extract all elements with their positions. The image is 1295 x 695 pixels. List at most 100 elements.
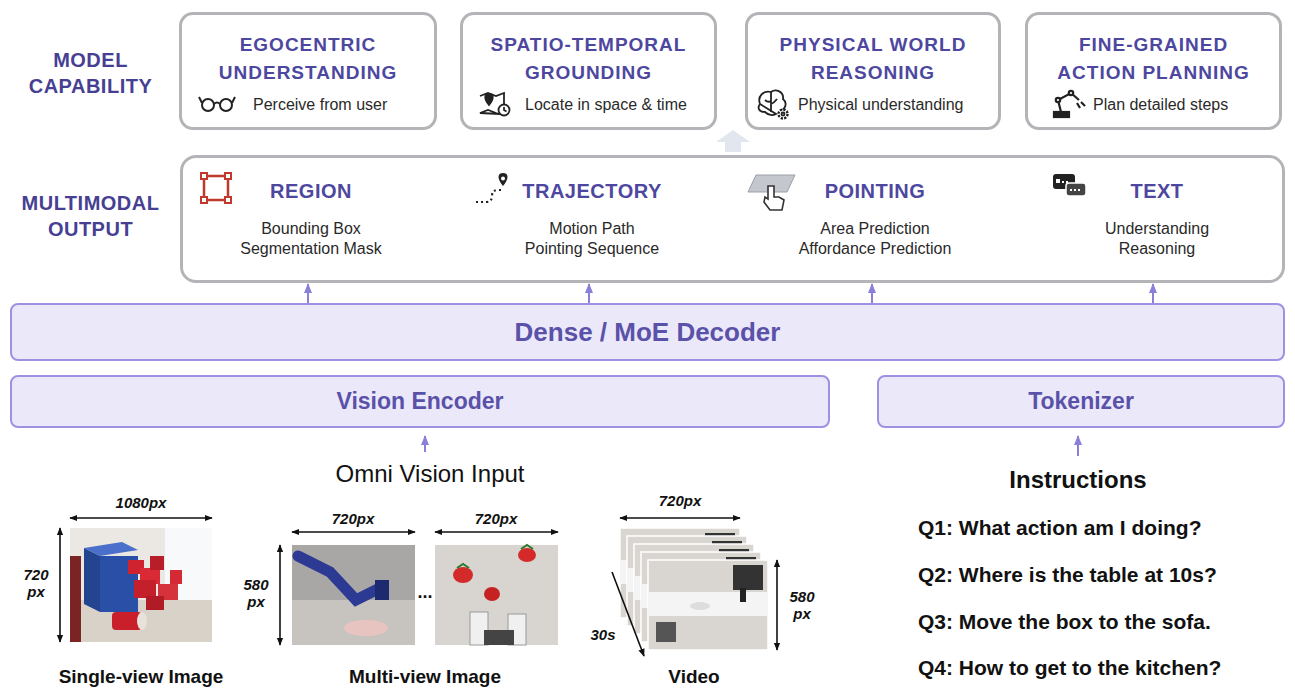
single-view-photo (146, 596, 164, 610)
dimension-label: 580 px (238, 576, 274, 610)
video-frames (620, 528, 768, 650)
capability-box: FINE-GRAINED ACTION PLANNING Plan detaile… (1025, 12, 1282, 130)
multi-view-photo (484, 587, 500, 601)
glasses-icon (202, 99, 214, 111)
module-name: Dense / MoE Decoder (515, 317, 781, 348)
chat-icon (1062, 181, 1064, 183)
image-caption: Multi-view Image (349, 666, 501, 688)
region-icon (201, 197, 207, 203)
multi-view-photo (453, 567, 473, 583)
capability-heading: SPATIO-TEMPORAL GROUNDING (474, 31, 704, 87)
single-view-photo (137, 612, 147, 630)
multi-view-photo (292, 600, 415, 645)
video-frames (690, 602, 710, 610)
dimension-label: 30s (590, 626, 615, 643)
output-description: Motion Path Pointing Sequence (520, 219, 665, 259)
map-clock-icon (485, 94, 493, 105)
input-arrow (424, 436, 426, 452)
image-caption: Single-view Image (59, 666, 224, 688)
brain-gear-icon (779, 110, 788, 119)
ellipsis: ... (417, 582, 432, 603)
dimension-arrow (612, 572, 644, 656)
connector-arrow (307, 284, 309, 303)
glasses-icon (199, 97, 202, 103)
flow-up-arrow (716, 130, 750, 152)
dimension-arrow (776, 560, 778, 650)
module-name: Tokenizer (1028, 388, 1134, 415)
chat-icon (1056, 179, 1060, 183)
output-description: Area Prediction Affordance Prediction (785, 219, 965, 259)
instruction-question: Q3: Move the box to the sofa. (918, 610, 1211, 634)
output-box: REGIONBounding Box Segmentation MaskTRAJ… (180, 155, 1285, 283)
module-name: Vision Encoder (336, 388, 503, 415)
multi-view-photo (298, 556, 380, 600)
module-bar: Tokenizer (877, 375, 1285, 428)
brain-gear-icon (765, 92, 777, 112)
video-frames (740, 588, 746, 602)
chat-icon (1066, 183, 1086, 196)
single-view-photo (150, 556, 164, 570)
multi-view-photo (292, 545, 415, 645)
row-label: MODEL CAPABILITY (8, 47, 173, 99)
capability-heading: EGOCENTRIC UNDERSTANDING (193, 31, 423, 87)
capability-box: SPATIO-TEMPORAL GROUNDINGLocate in space… (460, 12, 717, 130)
capability-heading: FINE-GRAINED ACTION PLANNING (1039, 31, 1269, 87)
output-heading: TRAJECTORY (522, 179, 661, 203)
map-clock-icon (499, 105, 510, 116)
region-icon (225, 197, 231, 203)
robot-arm-icon (1056, 98, 1060, 102)
dimension-label: 720px (332, 510, 375, 527)
robot-arm-icon (1069, 91, 1073, 95)
robot-arm-icon (1054, 91, 1085, 117)
single-view-photo (70, 528, 212, 642)
single-view-photo (70, 528, 212, 642)
trajectory-icon (476, 190, 501, 202)
glasses-icon (214, 103, 220, 105)
image-caption: Video (668, 666, 719, 688)
dimension-arrow (279, 545, 281, 645)
chat-icon (1070, 189, 1072, 191)
video-frames (733, 565, 763, 590)
single-view-photo (170, 570, 182, 584)
single-view-photo (70, 556, 81, 642)
instruction-question: Q2: Where is the table at 10s? (918, 563, 1217, 587)
map-clock-icon (480, 93, 510, 116)
single-view-photo (134, 580, 156, 598)
row-label: MULTIMODAL OUTPUT (8, 190, 173, 242)
dimension-label: 1080px (116, 494, 167, 511)
module-bar: Vision Encoder (10, 375, 830, 428)
dimension-arrow (60, 518, 777, 656)
chat-icon (1078, 189, 1080, 191)
capability-description: Plan detailed steps (1093, 95, 1228, 115)
chat-icon (1053, 174, 1086, 196)
instruction-question: Q4: How to get to the kitchen? (918, 656, 1221, 680)
multi-view-photo (292, 545, 558, 645)
output-description: Bounding Box Segmentation Mask (221, 219, 401, 259)
region-icon (201, 173, 231, 203)
multi-view-photo (484, 630, 514, 645)
capability-description: Physical understanding (798, 95, 963, 115)
region-icon (201, 173, 207, 179)
connector-arrow (588, 284, 590, 303)
dimension-label: 720px (659, 492, 702, 509)
dimension-label: 720 px (18, 566, 54, 600)
output-heading: TEXT (1130, 179, 1183, 203)
video-frames (656, 622, 676, 642)
multi-view-photo (435, 545, 558, 645)
pointing-icon (764, 186, 784, 210)
connector-arrow (1152, 284, 1154, 303)
dimension-label: 580 px (784, 588, 820, 622)
input-arrow (1077, 436, 1079, 456)
capability-description: Perceive from user (253, 95, 387, 115)
multi-view-photo (375, 580, 389, 600)
trajectory-icon (499, 173, 508, 186)
video-frames (648, 592, 768, 616)
dimension-label: 720px (475, 510, 518, 527)
glasses-icon (220, 99, 232, 111)
robot-arm-icon (1054, 112, 1069, 117)
video-frames (648, 560, 768, 650)
input-heading: Instructions (1009, 466, 1146, 494)
input-arrow (425, 436, 1078, 456)
output-description: Understanding Reasoning (1082, 219, 1232, 259)
dimension-arrow (620, 517, 740, 519)
